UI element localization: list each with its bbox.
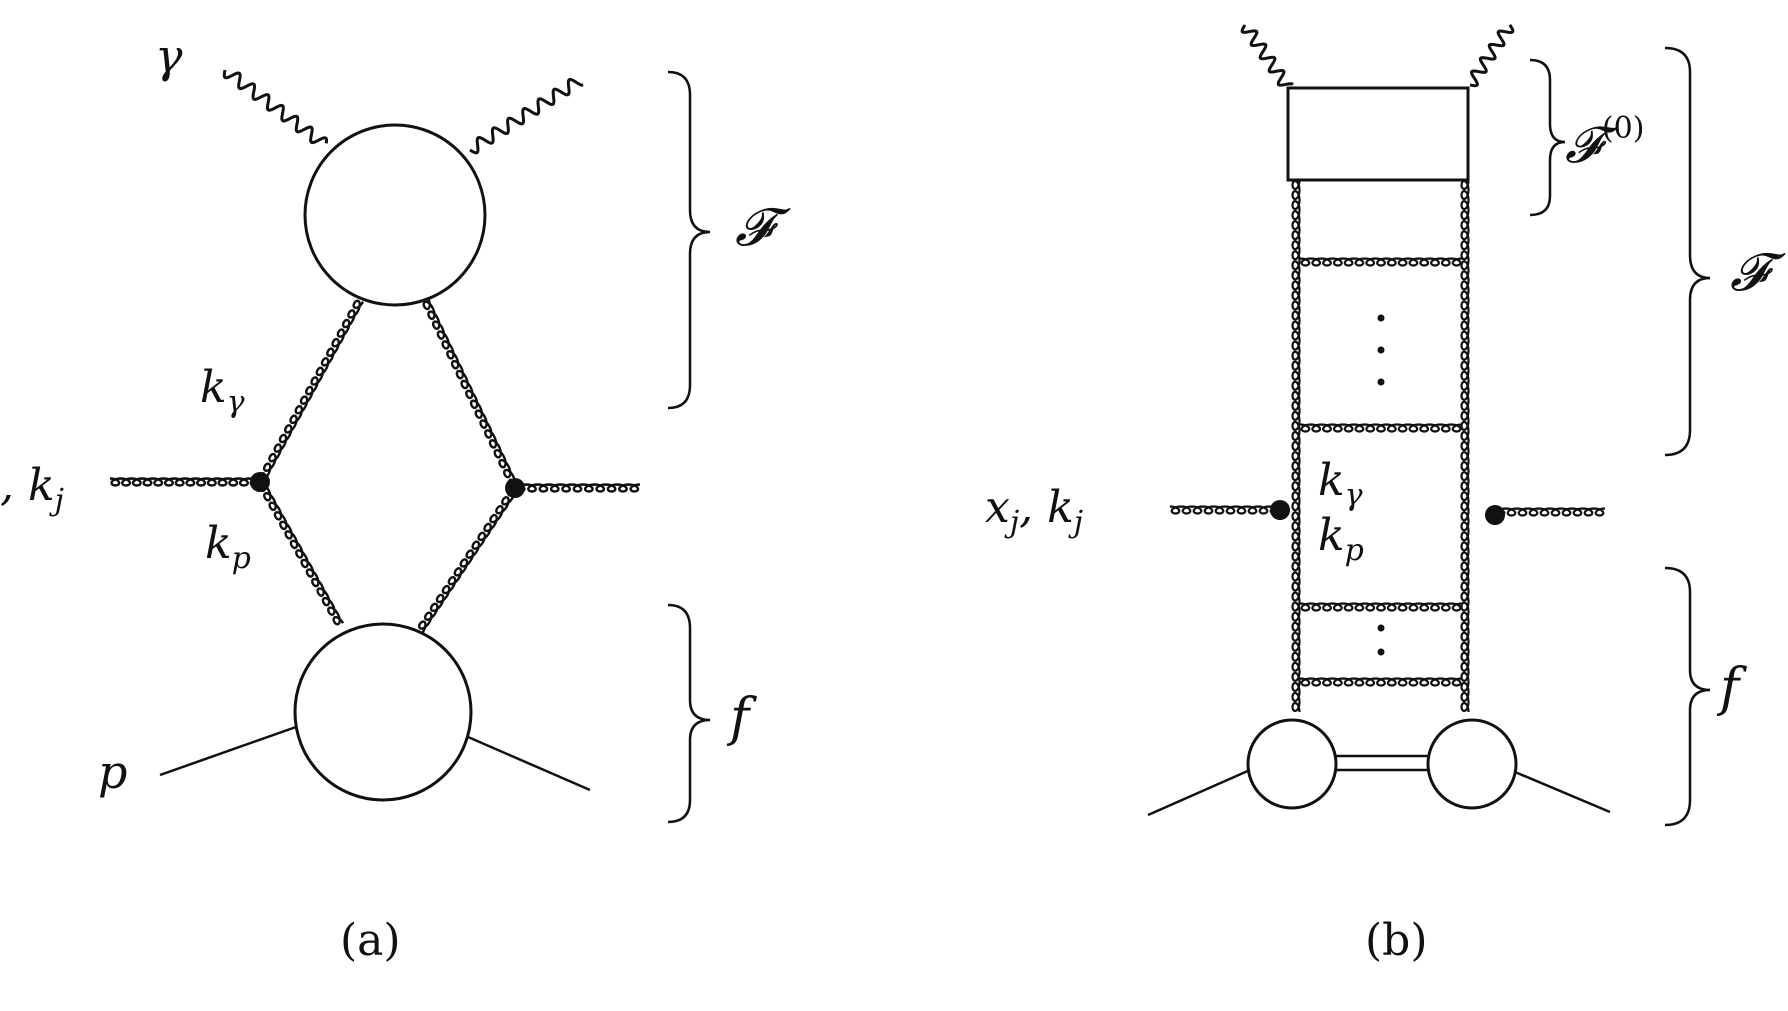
ladder-rung-3 (1299, 602, 1463, 612)
label-F0-sup: (0) (1602, 111, 1645, 146)
jet-gluon-left (109, 477, 261, 487)
ellipsis-dot (1377, 314, 1385, 322)
label-k-gamma: kγ (200, 362, 245, 420)
label-F-b: 𝓕 (1730, 243, 1786, 303)
box-F0 (1286, 86, 1470, 182)
ellipsis-dot (1377, 378, 1385, 386)
ladder-rung-4 (1299, 677, 1463, 687)
label-jet-b: xj, kj (985, 482, 1083, 540)
proton-line-left (159, 725, 297, 777)
label-k-p-b-main: k (1318, 510, 1345, 561)
label-k-gamma-sub: γ (227, 385, 245, 420)
gluon-line-k-gamma-left (257, 299, 365, 485)
label-jet-main: , k (0, 460, 55, 511)
vertex-left-b (1270, 500, 1290, 520)
label-proton-p: p (98, 745, 127, 799)
gluon-line-k-p-left (257, 479, 345, 626)
photon-line-right (469, 77, 584, 155)
label-k-p-main: k (205, 518, 232, 569)
vertex-right (505, 478, 525, 498)
brace-F (1664, 46, 1711, 457)
brace-F0 (1529, 58, 1566, 217)
brace-f-b (1664, 566, 1711, 827)
jet-gluon-right-b (1494, 507, 1606, 517)
label-f-lower: f (726, 688, 757, 748)
label-jet-k-main: , k (1019, 482, 1074, 533)
label-k-gamma-b-sub: γ (1345, 478, 1363, 513)
lower-blob-left-b (1246, 718, 1338, 810)
ladder-rung-2 (1299, 423, 1463, 433)
vertex-left (250, 472, 270, 492)
label-jet-x-main: x (985, 482, 1010, 533)
gluon-rail-right (1460, 179, 1470, 713)
ladder-rung-1 (1299, 257, 1463, 267)
proton-line-right (467, 735, 591, 792)
gluon-line-upper-right (422, 298, 520, 489)
jet-gluon-right (514, 483, 641, 493)
gluon-rail-left (1291, 179, 1301, 713)
brace-upper (667, 70, 711, 410)
ellipsis-dot (1377, 346, 1385, 354)
ellipsis-dot (1377, 648, 1385, 656)
vertex-right-b (1485, 505, 1505, 525)
label-k-p: kp (205, 518, 251, 576)
label-k-p-sub: p (232, 541, 251, 576)
lower-blob-right-b (1426, 718, 1518, 810)
label-photon-gamma: γ (155, 29, 183, 83)
gluon-line-lower-right (417, 487, 519, 633)
jet-gluon-left-b (1169, 505, 1281, 515)
label-k-p-b: kp (1318, 510, 1364, 568)
ellipsis-dot (1377, 624, 1385, 632)
photon-line-right-b (1469, 24, 1515, 88)
label-f-b: f (1716, 658, 1747, 718)
label-k-gamma-b-main: k (1318, 455, 1345, 506)
photon-line-left (222, 69, 329, 145)
label-F-upper: 𝓕 (735, 198, 791, 258)
caption-b: (b) (1365, 915, 1428, 966)
label-k-gamma-main: k (200, 362, 227, 413)
label-jet-momentum: , kj (0, 460, 64, 518)
brace-lower (667, 603, 711, 824)
panel-b: 𝓕(0) 𝓕 xj, kj kγ kp f (b) (985, 24, 1786, 966)
upper-blob-circle (303, 123, 487, 307)
lower-blob-circle (293, 622, 473, 802)
caption-a: (a) (340, 915, 401, 966)
proton-line-right-b (1514, 770, 1611, 814)
label-k-p-b-sub: p (1345, 533, 1364, 568)
panel-a: γ kγ , kj kp p 𝓕 f (a) (0, 29, 791, 966)
label-k-gamma-b: kγ (1318, 455, 1363, 513)
proton-line-left-b (1147, 768, 1251, 817)
photon-line-left-b (1240, 24, 1294, 87)
label-F0: 𝓕(0) (1565, 111, 1644, 174)
